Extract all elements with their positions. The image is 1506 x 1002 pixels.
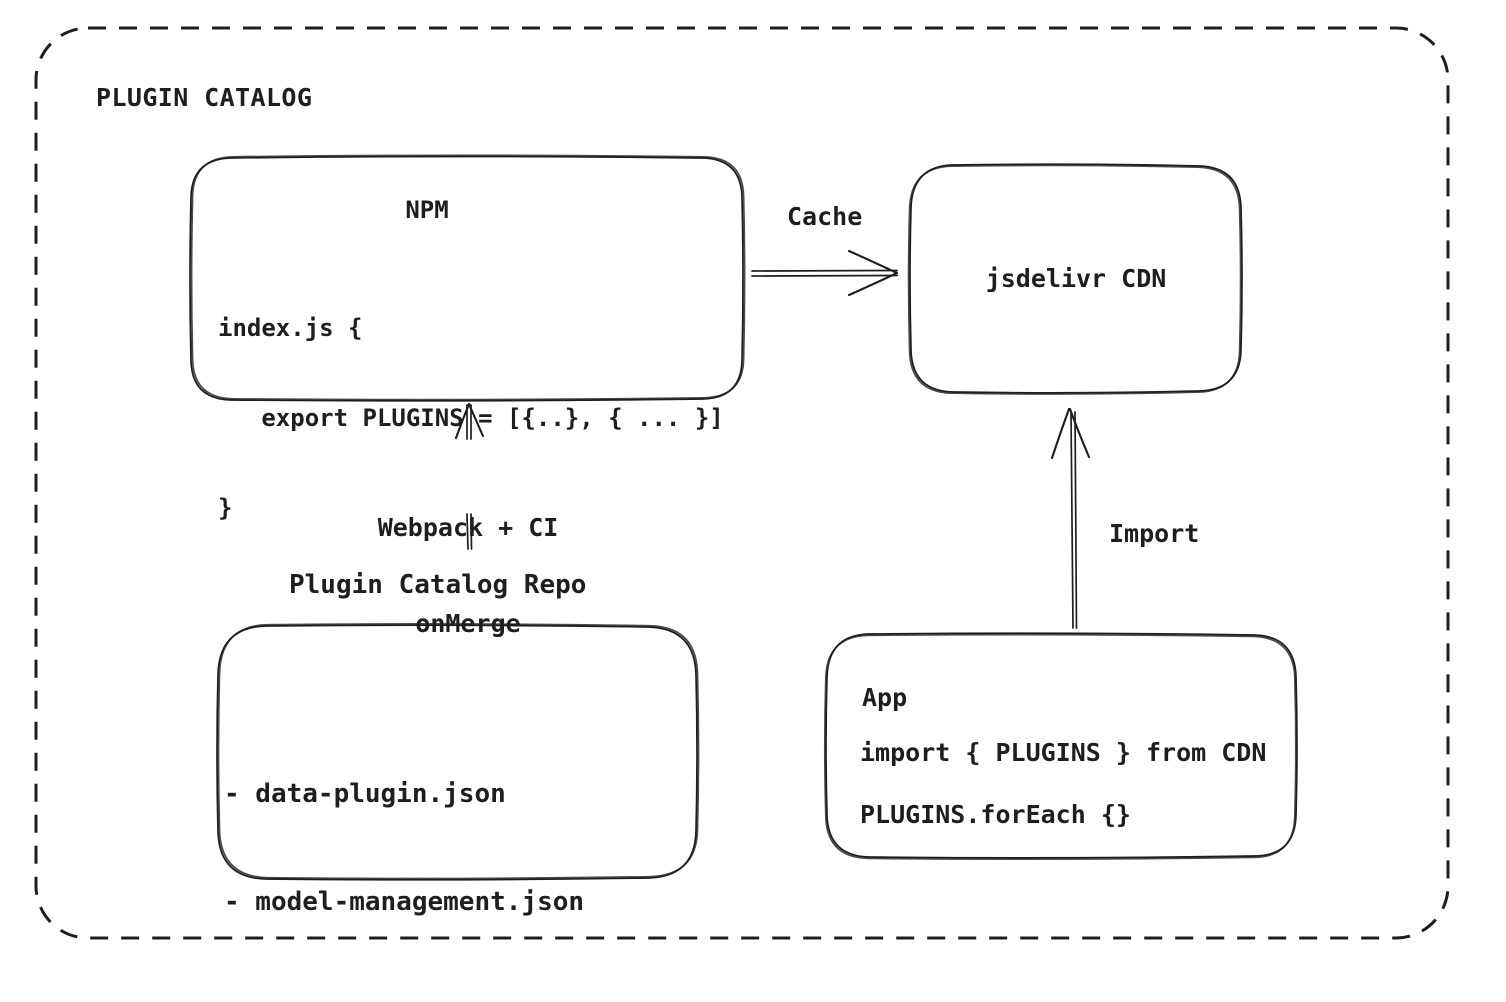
repo-file-item: - model-management.json: [224, 887, 585, 917]
npm-box-overdraw: [190, 154, 746, 401]
npm-code-line: index.js {: [218, 314, 363, 342]
cache-arrow: [751, 249, 899, 297]
build-arrow-label-line1: Webpack + CI: [377, 513, 559, 542]
npm-box-title: NPM: [405, 196, 449, 224]
cdn-box-title: jsdelivr CDN: [985, 264, 1167, 293]
app-box: [825, 632, 1298, 859]
diagram-title: PLUGIN CATALOG: [96, 83, 313, 112]
build-arrow: [454, 402, 485, 550]
npm-code-line: export PLUGINS = [{..}, { ... }]: [218, 404, 724, 432]
repo-file-item: - data-plugin.json: [224, 779, 506, 809]
build-arrow-label-line2: onMerge: [415, 609, 521, 638]
build-arrow-label: Webpack + CI onMerge: [368, 448, 568, 704]
repo-box-label: Plugin Catalog Repo: [289, 570, 587, 600]
import-arrow: [1050, 407, 1091, 629]
cache-arrow-label: Cache: [787, 202, 863, 231]
npm-box: [189, 155, 744, 402]
app-box-title: App: [862, 683, 908, 712]
cdn-box: [909, 163, 1243, 394]
cdn-box-overdraw: [907, 164, 1242, 395]
npm-code-block: index.js { export PLUGINS = [{..}, { ...…: [218, 253, 724, 583]
app-code-line-foreach: PLUGINS.forEach {}: [860, 800, 1131, 829]
npm-code-line: }: [218, 494, 233, 522]
app-box-overdraw: [823, 633, 1297, 861]
repo-file-list: - data-plugin.json - model-management.js…: [224, 704, 584, 1002]
catalog-boundary: [34, 26, 1450, 940]
import-arrow-label: Import: [1109, 519, 1200, 548]
repo-box: [216, 624, 698, 881]
repo-box-overdraw: [217, 623, 700, 880]
repo-file-item: ...: [224, 992, 584, 1002]
app-code-line-import: import { PLUGINS } from CDN: [860, 738, 1267, 767]
